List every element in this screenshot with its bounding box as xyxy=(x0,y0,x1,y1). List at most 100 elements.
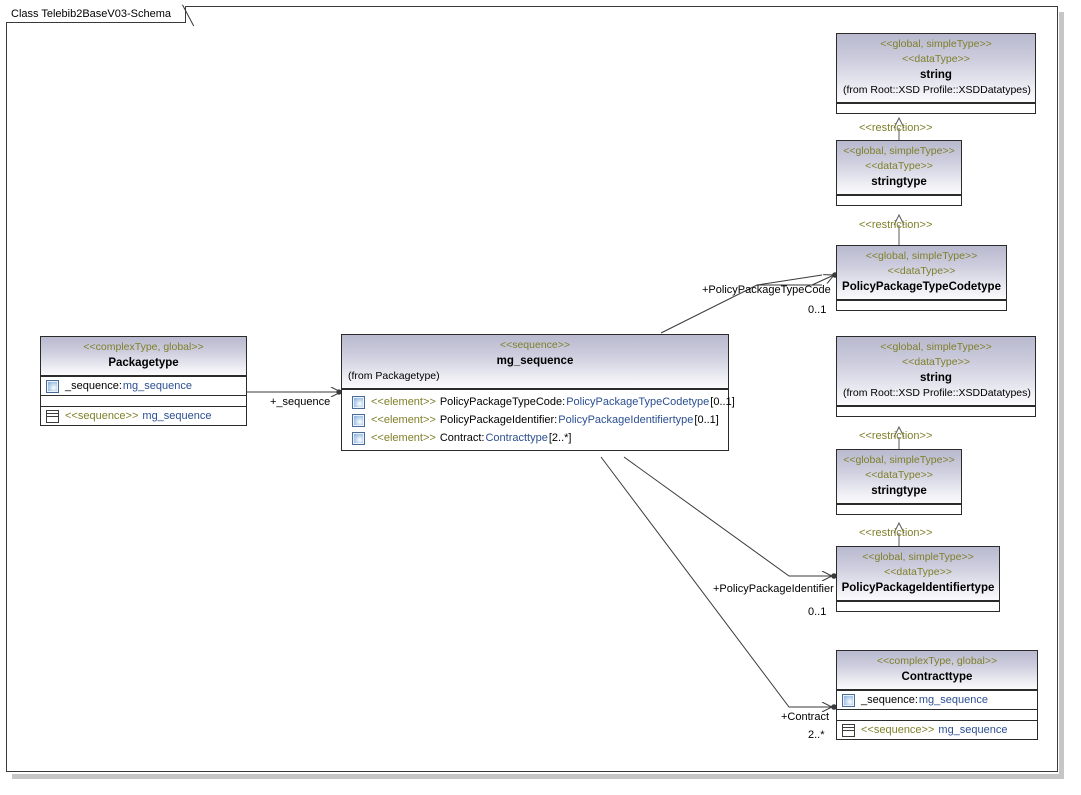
connector-label-sequence: +_sequence xyxy=(270,396,331,408)
element-icon xyxy=(352,431,365,445)
element-type: PolicyPackageIdentifiertype xyxy=(558,414,694,426)
operation-icon xyxy=(46,409,59,423)
element-multiplicity: [0..1] xyxy=(694,414,719,426)
class-string-top[interactable]: <<global, simpleType>> <<dataType>> stri… xyxy=(836,33,1036,114)
operation-keyword: <<sequence>> xyxy=(65,410,139,422)
class-element-row[interactable]: <<element>> Contract: Contracttype [2..*… xyxy=(342,429,728,447)
class-name: stringtype xyxy=(871,176,927,188)
element-type: Contracttype xyxy=(485,432,548,444)
connector-label-restriction-3: <<restriction>> xyxy=(859,430,933,442)
diagram-title-tab[interactable]: Class Telebib2BaseV03-Schema xyxy=(6,5,186,23)
class-operation-row[interactable]: <<sequence>> mg_sequence xyxy=(837,721,1037,739)
class-operation-row[interactable]: <<sequence>> mg_sequence xyxy=(41,407,246,425)
class-contracttype[interactable]: <<complexType, global>> Contracttype _se… xyxy=(836,650,1038,740)
element-name: PolicyPackageIdentifier: xyxy=(439,414,558,426)
element-multiplicity: [0..1] xyxy=(710,396,735,408)
element-keyword: <<element>> xyxy=(371,414,436,426)
class-from-package: (from Root::XSD Profile::XSDDatatypes) xyxy=(843,84,1031,96)
class-header: <<global, simpleType>> <<dataType>> stri… xyxy=(837,337,1035,406)
class-stereotype-sequence: <<sequence>> xyxy=(499,339,571,351)
element-name: PolicyPackageTypeCode: xyxy=(439,396,566,408)
element-keyword: <<element>> xyxy=(371,396,436,408)
class-stereotype-datatype: <<dataType>> xyxy=(865,160,933,172)
class-attributes-compartment: _sequence: mg_sequence xyxy=(837,690,1037,709)
class-stereotype-global-simpletype: <<global, simpleType>> xyxy=(880,341,992,353)
element-keyword: <<element>> xyxy=(371,432,436,444)
attribute-icon xyxy=(842,693,855,707)
class-attribute-row[interactable]: _sequence: mg_sequence xyxy=(837,691,1037,709)
operation-keyword: <<sequence>> xyxy=(861,724,935,736)
operation-name: mg_sequence xyxy=(938,724,1008,736)
class-packagetype[interactable]: <<complexType, global>> Packagetype _seq… xyxy=(40,336,247,426)
class-empty-compartment xyxy=(837,709,1037,720)
class-stereotype-global-simpletype: <<global, simpleType>> xyxy=(843,145,955,157)
class-element-row[interactable]: <<element>> PolicyPackageIdentifier: Pol… xyxy=(342,411,728,429)
frame-shadow-bottom xyxy=(12,774,1064,779)
connector-label-policy-package-type-code: +PolicyPackageTypeCode xyxy=(702,284,831,296)
class-attributes-compartment xyxy=(837,195,961,205)
class-stereotype-complextype-global: <<complexType, global>> xyxy=(876,655,998,667)
class-attributes-compartment xyxy=(837,300,1006,310)
class-operations-compartment: <<sequence>> mg_sequence xyxy=(837,720,1037,739)
class-header: <<global, simpleType>> <<dataType>> stri… xyxy=(837,450,961,504)
class-stereotype-global-simpletype: <<global, simpleType>> xyxy=(880,38,992,50)
operation-name: mg_sequence xyxy=(142,410,212,422)
class-elements-compartment: <<element>> PolicyPackageTypeCode: Polic… xyxy=(342,389,735,450)
class-from-package: (from Root::XSD Profile::XSDDatatypes) xyxy=(843,387,1031,399)
class-string-mid[interactable]: <<global, simpleType>> <<dataType>> stri… xyxy=(836,336,1036,417)
class-operations-compartment: <<sequence>> mg_sequence xyxy=(41,406,246,425)
class-stereotype-global-simpletype: <<global, simpleType>> xyxy=(862,551,974,563)
class-header: <<global, simpleType>> <<dataType>> Poli… xyxy=(837,246,1006,300)
frame-shadow-right xyxy=(1059,12,1064,779)
class-name: Contracttype xyxy=(901,671,973,683)
class-name: PolicyPackageIdentifiertype xyxy=(841,582,995,594)
class-mg-sequence[interactable]: <<sequence>> mg_sequence (from Packagety… xyxy=(341,334,735,451)
connector-label-contract: +Contract xyxy=(781,711,829,723)
diagram-title-label: Class Telebib2BaseV03-Schema xyxy=(11,8,171,20)
class-name: Packagetype xyxy=(108,357,179,369)
class-name: PolicyPackageTypeCodetype xyxy=(842,281,1001,293)
attribute-name: _sequence: xyxy=(861,694,918,706)
class-stereotype-datatype: <<dataType>> xyxy=(902,356,970,368)
element-multiplicity: [2..*] xyxy=(548,432,572,444)
class-stringtype-top[interactable]: <<global, simpleType>> <<dataType>> stri… xyxy=(836,140,962,206)
class-stereotype-datatype: <<dataType>> xyxy=(902,53,970,65)
class-policypackagetypecodetype[interactable]: <<global, simpleType>> <<dataType>> Poli… xyxy=(836,245,1007,311)
class-attribute-row[interactable]: _sequence: mg_sequence xyxy=(41,377,246,395)
class-stringtype-mid[interactable]: <<global, simpleType>> <<dataType>> stri… xyxy=(836,449,962,515)
class-name: string xyxy=(920,69,952,81)
class-attributes-compartment xyxy=(837,406,1035,416)
connector-label-policy-package-identifier: +PolicyPackageIdentifier xyxy=(713,583,834,595)
element-icon xyxy=(352,413,365,427)
class-header: <<complexType, global>> Contracttype xyxy=(837,651,1037,690)
attribute-type: mg_sequence xyxy=(122,380,192,392)
class-empty-compartment xyxy=(41,395,246,406)
class-attributes-compartment xyxy=(837,601,999,611)
class-name: string xyxy=(920,372,952,384)
element-type: PolicyPackageTypeCodetype xyxy=(566,396,710,408)
class-stereotype-complextype-global: <<complexType, global>> xyxy=(83,341,204,353)
class-attributes-compartment: _sequence: mg_sequence xyxy=(41,376,246,395)
class-header: <<global, simpleType>> <<dataType>> Poli… xyxy=(837,547,999,601)
class-stereotype-datatype: <<dataType>> xyxy=(884,566,952,578)
class-policypackageidentifiertype[interactable]: <<global, simpleType>> <<dataType>> Poli… xyxy=(836,546,1000,612)
connector-label-restriction-2: <<restriction>> xyxy=(859,219,933,231)
class-element-row[interactable]: <<element>> PolicyPackageTypeCode: Polic… xyxy=(342,393,735,411)
class-stereotype-datatype: <<dataType>> xyxy=(887,265,956,277)
class-stereotype-global-simpletype: <<global, simpleType>> xyxy=(843,454,955,466)
connector-mult-policy-package-identifier: 0..1 xyxy=(808,606,827,618)
class-stereotype-global-simpletype: <<global, simpleType>> xyxy=(865,250,978,262)
class-header: <<sequence>> mg_sequence (from Packagety… xyxy=(342,335,728,389)
connector-label-restriction-4: <<restriction>> xyxy=(859,527,933,539)
attribute-name: _sequence: xyxy=(65,380,122,392)
element-name: Contract: xyxy=(439,432,485,444)
class-attributes-compartment xyxy=(837,504,961,514)
class-name: mg_sequence xyxy=(496,355,574,367)
attribute-type: mg_sequence xyxy=(918,694,988,706)
connector-label-restriction-1: <<restriction>> xyxy=(859,122,933,134)
connector-mult-contract: 2..* xyxy=(808,729,825,741)
class-attributes-compartment xyxy=(837,103,1035,113)
class-header: <<complexType, global>> Packagetype xyxy=(41,337,246,376)
element-icon xyxy=(352,395,365,409)
